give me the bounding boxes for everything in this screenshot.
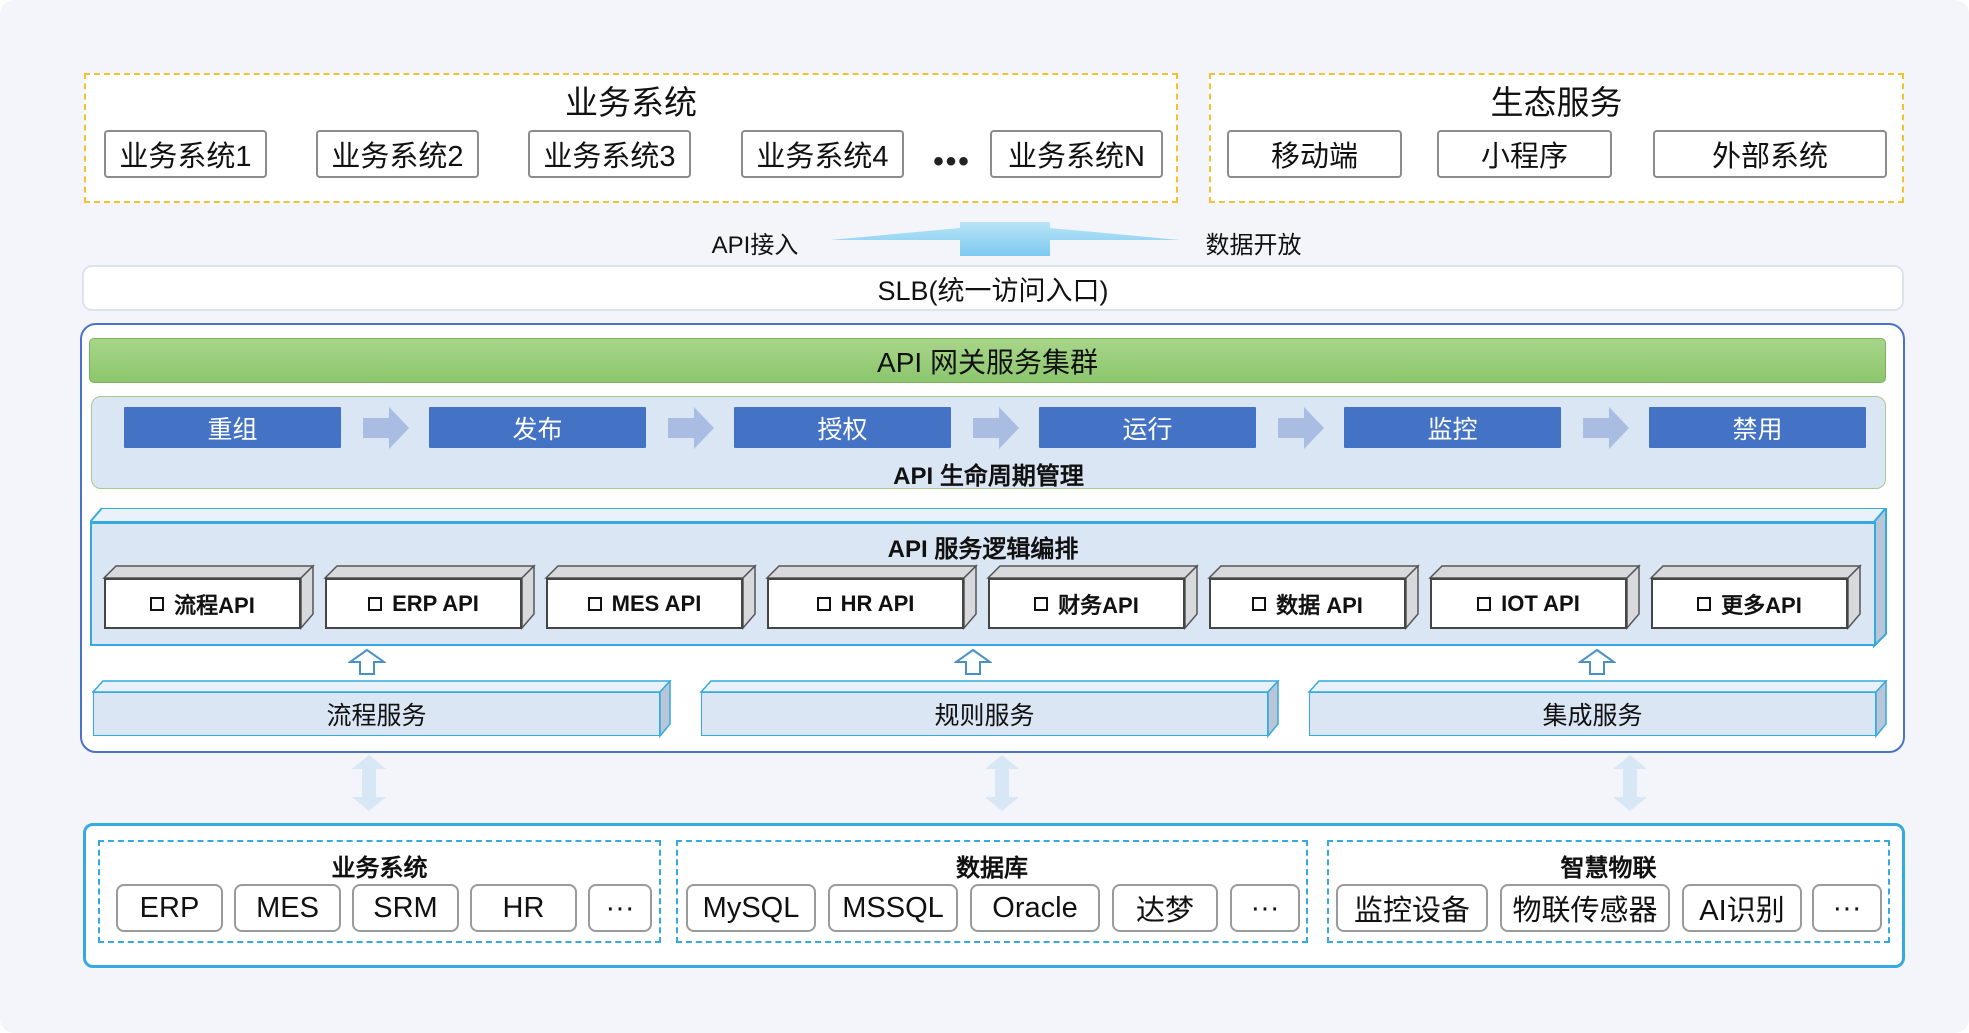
lifecycle-stage-reorganize: 重组	[124, 407, 341, 448]
bottom-item: 物联传感器	[1500, 884, 1670, 932]
slb-entry-bar: SLB(统一访问入口)	[82, 265, 1904, 311]
api-box-process: 流程API	[104, 578, 301, 629]
bottom-group-database	[676, 840, 1308, 943]
hollow-up-arrow-icon	[1578, 648, 1616, 675]
bottom-item: 达梦	[1112, 884, 1218, 932]
business-system-box: 业务系统1	[104, 130, 267, 178]
checkbox-square-icon	[150, 596, 165, 611]
bottom-group-title: 智慧物联	[1560, 854, 1657, 882]
checkbox-square-icon	[368, 596, 383, 611]
ecosystem-services-title: 生态服务	[1490, 84, 1623, 121]
business-system-box: 业务系统N	[990, 130, 1163, 178]
api-box-more: 更多API	[1651, 578, 1848, 629]
service-integration: 集成服务	[1309, 692, 1876, 736]
api-box-label: 更多API	[1721, 592, 1802, 618]
lifecycle-stage-run: 运行	[1039, 407, 1256, 448]
lifecycle-arrow-icon	[363, 407, 409, 449]
lifecycle-arrow-icon	[1278, 407, 1324, 449]
gateway-cluster-bar: API 网关服务集群	[89, 338, 1886, 383]
bottom-group-iot	[1327, 840, 1890, 943]
bottom-item: MySQL	[686, 884, 816, 932]
bottom-item: 监控设备	[1336, 884, 1488, 932]
bottom-item: Oracle	[970, 884, 1100, 932]
business-system-box: 业务系统3	[528, 130, 691, 178]
bottom-item: SRM	[352, 884, 459, 932]
api-box-label: MES API	[611, 590, 702, 616]
checkbox-square-icon	[1477, 596, 1492, 611]
api-box-label: HR API	[840, 590, 915, 616]
ecosystem-item-box: 小程序	[1437, 130, 1612, 178]
bottom-group-business	[98, 840, 661, 943]
ecosystem-item-box: 外部系统	[1653, 130, 1887, 178]
lifecycle-stage-monitor: 监控	[1344, 407, 1561, 448]
bottom-item: ERP	[116, 884, 223, 932]
api-box-label: 流程API	[174, 592, 255, 618]
lifecycle-arrow-icon	[668, 407, 714, 449]
hollow-up-arrow-icon	[954, 648, 992, 675]
bottom-item: ···	[1230, 884, 1300, 932]
bottom-item: HR	[470, 884, 577, 932]
ecosystem-item-box: 移动端	[1227, 130, 1402, 178]
double-arrow-icon	[352, 755, 386, 811]
lifecycle-arrow-icon	[973, 407, 1019, 449]
lifecycle-title: API 生命周期管理	[893, 462, 1084, 490]
checkbox-square-icon	[816, 596, 831, 611]
api-box-hr: HR API	[767, 578, 964, 629]
business-system-box: 业务系统2	[316, 130, 479, 178]
bottom-item: ···	[1812, 884, 1882, 932]
business-system-box: 业务系统4	[741, 130, 904, 178]
lifecycle-arrow-icon	[1583, 407, 1629, 449]
api-box-finance: 财务API	[988, 578, 1185, 629]
lifecycle-stage-publish: 发布	[429, 407, 646, 448]
bottom-group-title: 业务系统	[331, 854, 428, 882]
lifecycle-stage-disable: 禁用	[1649, 407, 1866, 448]
api-box-data: 数据 API	[1209, 578, 1406, 629]
api-box-label: 数据 API	[1276, 592, 1363, 618]
data-open-label: 数据开放	[1205, 231, 1302, 259]
api-box-label: IOT API	[1501, 590, 1580, 616]
api-box-label: ERP API	[392, 590, 479, 616]
double-arrow-icon	[985, 755, 1019, 811]
bottom-item: ···	[588, 884, 652, 932]
api-access-label: API接入	[711, 231, 799, 259]
service-rules: 规则服务	[701, 692, 1268, 736]
ellipsis: •••	[933, 145, 971, 178]
api-box-label: 财务API	[1058, 592, 1139, 618]
business-systems-title: 业务系统	[565, 84, 697, 121]
checkbox-square-icon	[1697, 596, 1712, 611]
api-box-mes: MES API	[546, 578, 743, 629]
checkbox-square-icon	[587, 596, 602, 611]
bottom-item: MES	[234, 884, 341, 932]
service-slab-depth-group	[92, 680, 1888, 739]
checkbox-square-icon	[1034, 596, 1049, 611]
service-process: 流程服务	[93, 692, 660, 736]
lifecycle-stage-authorize: 授权	[734, 407, 951, 448]
bottom-item: AI识别	[1682, 884, 1802, 932]
hollow-up-arrow-icon	[348, 648, 386, 675]
double-arrow-icon	[1613, 755, 1647, 811]
orchestration-title: API 服务逻辑编排	[887, 535, 1079, 563]
upward-flow-arrow	[830, 222, 1180, 256]
api-box-iot: IOT API	[1430, 578, 1627, 629]
bottom-group-title: 数据库	[956, 854, 1028, 882]
bottom-item: MSSQL	[828, 884, 958, 932]
api-box-erp: ERP API	[325, 578, 522, 629]
checkbox-square-icon	[1252, 596, 1267, 611]
